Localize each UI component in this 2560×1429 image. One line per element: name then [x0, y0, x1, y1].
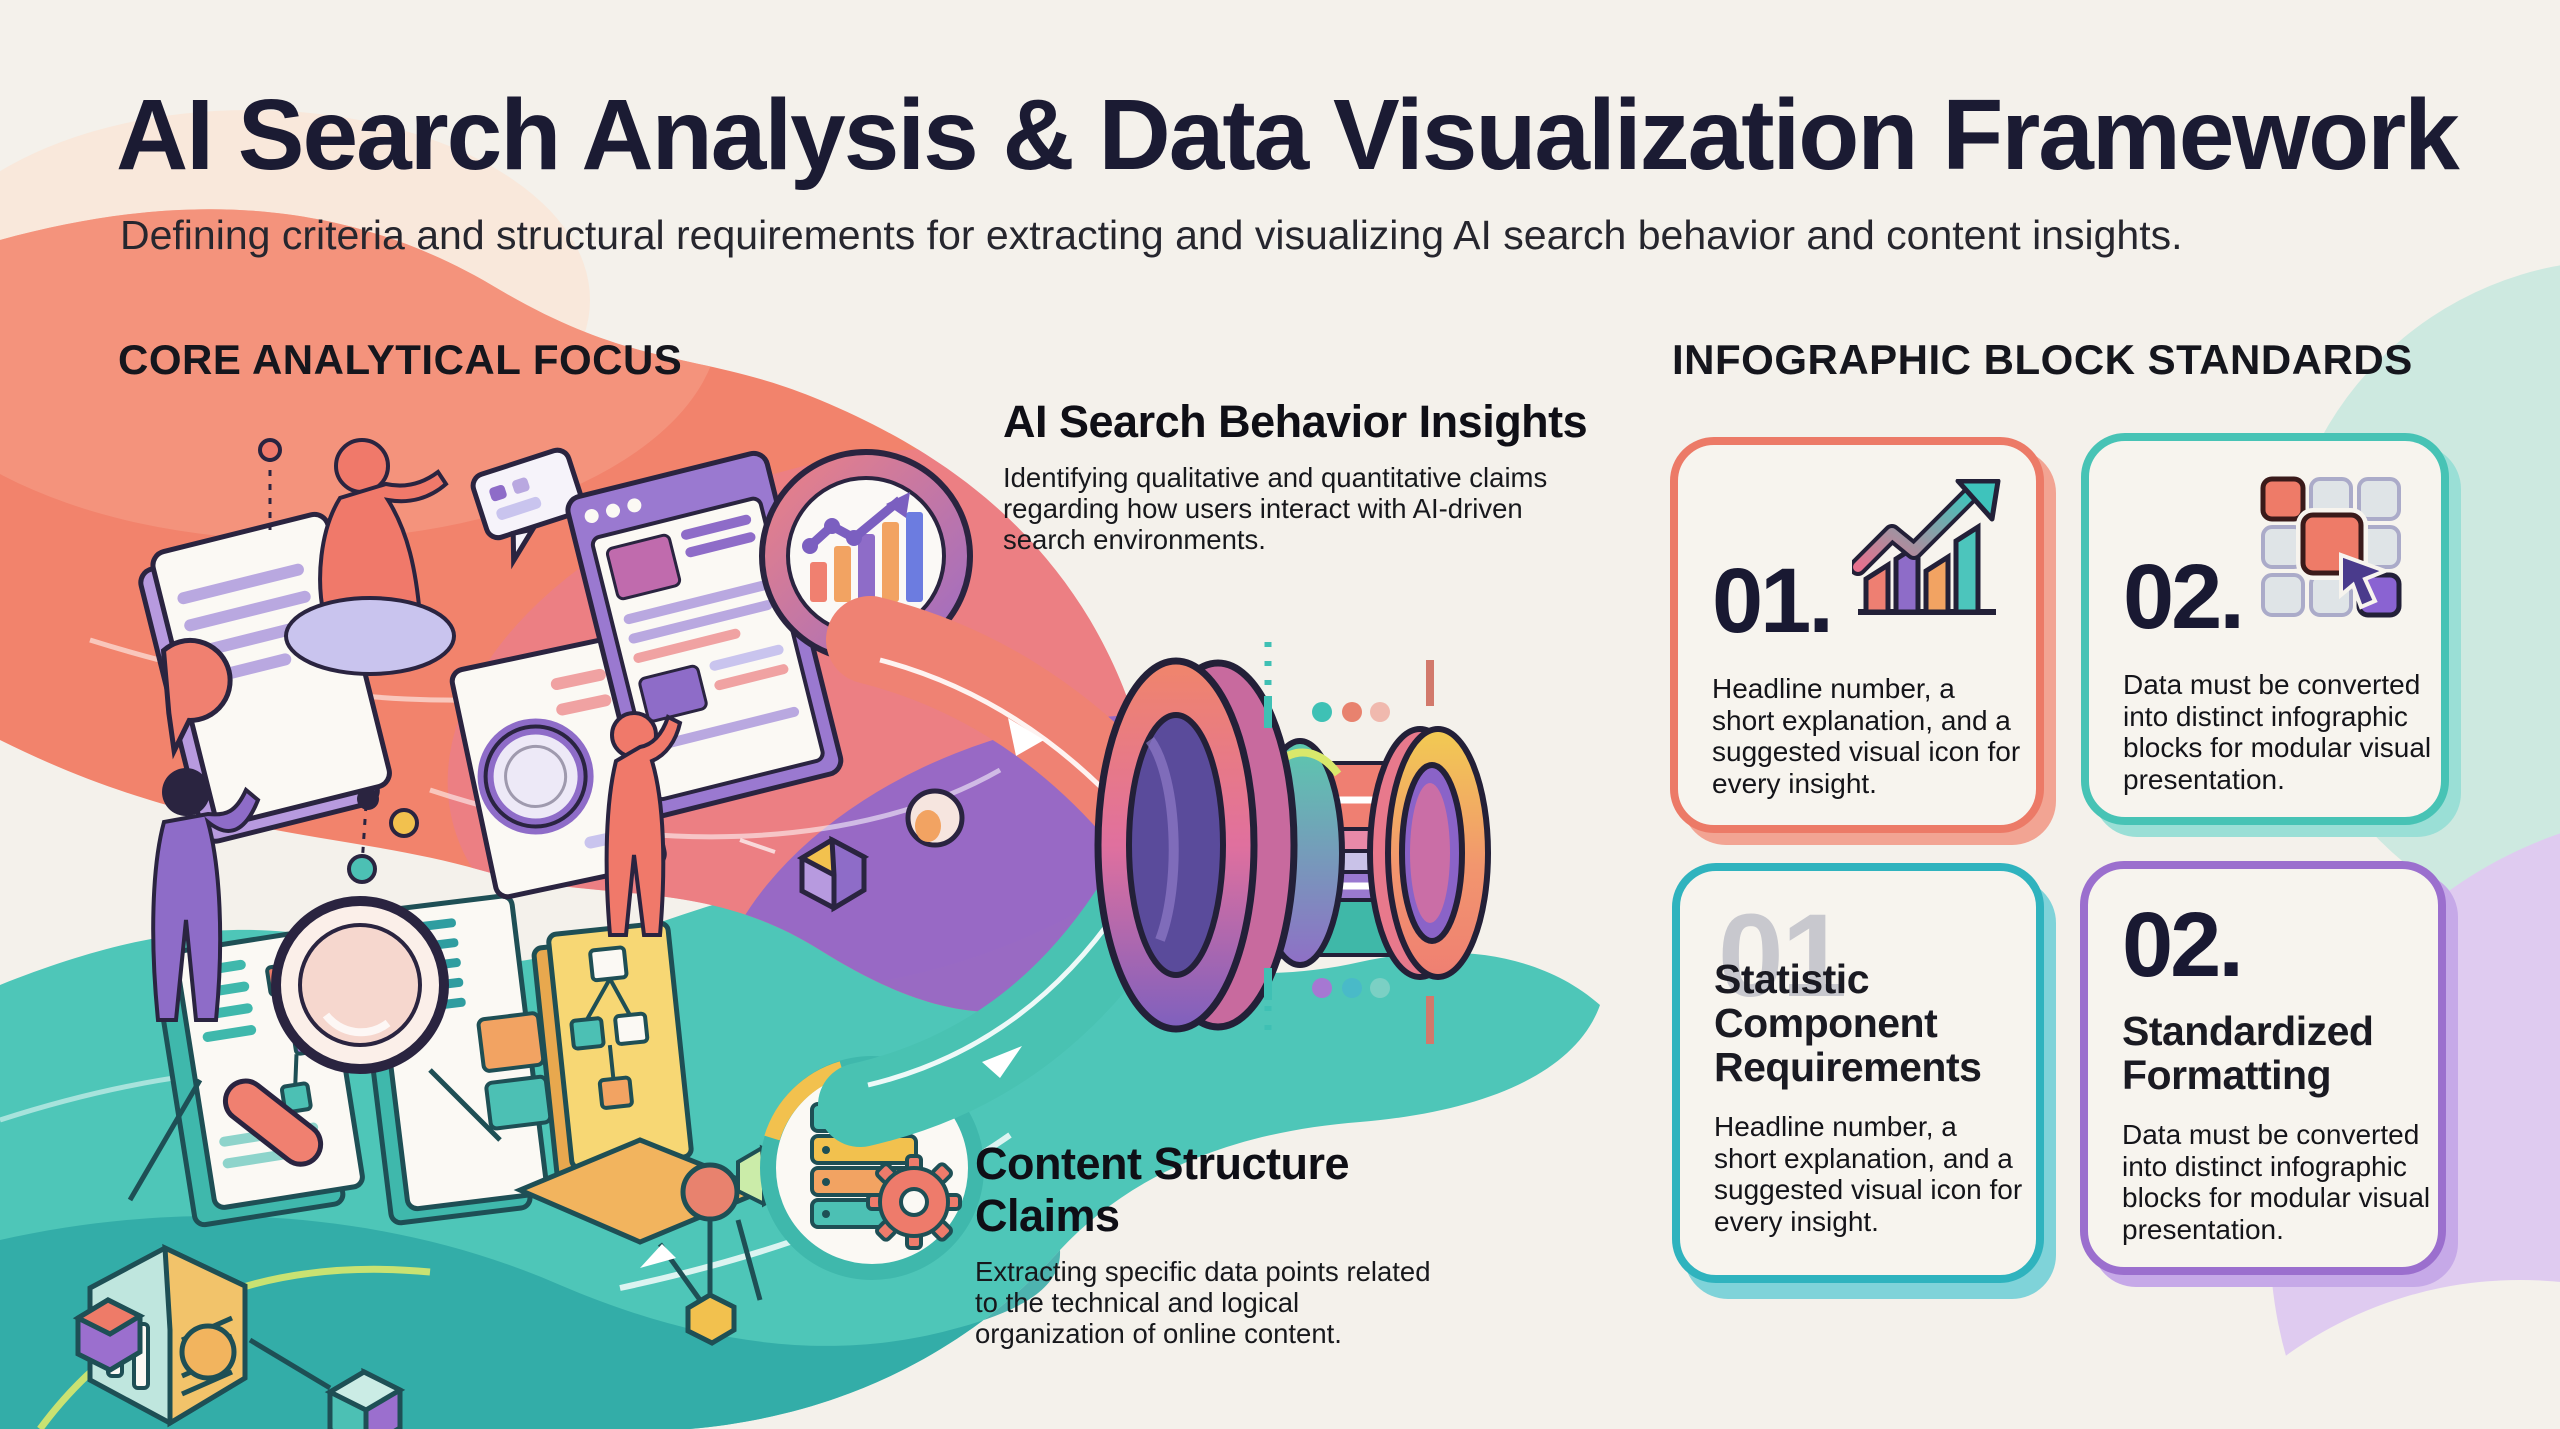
card-body: Headline number, a short explanation, an… [1712, 673, 2021, 799]
small-cube-icon [796, 835, 870, 913]
card-number: 01. [1712, 550, 1834, 652]
speech-blob [160, 637, 233, 760]
callout-title: Content Structure Claims [975, 1138, 1350, 1241]
funnel-illustration [1094, 657, 1491, 1033]
badge-bar-chart [810, 512, 923, 602]
bar-chart-growth-icon [1852, 479, 2001, 615]
card-number: 02. [2122, 894, 2244, 996]
callout-content-structure-claims: Content Structure Claims Extracting spec… [975, 1138, 1495, 1349]
card-body: Data must be converted into distinct inf… [2123, 669, 2432, 795]
standards-card-3: 01 Statistic Component Requirements Head… [1672, 863, 2044, 1283]
page-subtitle: Defining criteria and structural require… [120, 212, 2183, 258]
callout-body: Identifying qualitative and quantitative… [1003, 462, 1548, 555]
card-top-row: 01. [1712, 473, 2002, 647]
card-title: Statistic Component Requirements [1714, 956, 1982, 1090]
lavender-blob-cutout [2208, 1280, 2560, 1429]
card-number-watermark: 01 [1718, 890, 1847, 1022]
speech-bubble-icon [470, 447, 585, 570]
flow-screen-orgchart-icon [531, 920, 694, 1185]
dotted-decorations [1264, 642, 1434, 1044]
person-figure-purple [151, 768, 261, 1022]
balloon-node-icon [680, 1162, 740, 1346]
magnifying-glass-icon [222, 788, 449, 1167]
purple-cube-icon [72, 1297, 146, 1373]
standards-card-4: 02. Standardized Formatting Data must be… [2080, 861, 2446, 1275]
card-title: Standardized Formatting [2122, 1008, 2374, 1098]
card-top-row: 02. [2123, 469, 2407, 643]
teal-cube-icon [324, 1367, 406, 1429]
funnel-big-ring [1094, 657, 1298, 1033]
card-body: Data must be converted into distinct inf… [2122, 1119, 2431, 1245]
card-number: 02. [2123, 546, 2245, 648]
teal-flow-arrow [640, 1244, 676, 1268]
standards-card-1: 01. Headline number, a sho [1670, 437, 2044, 833]
person-figure-sitting [258, 438, 456, 676]
small-node-circle [739, 788, 965, 854]
section-heading-infographic-block-standards: INFOGRAPHIC BLOCK STANDARDS [1672, 336, 2413, 383]
standards-card-2: 02. Data must be converted into distinct… [2081, 433, 2449, 825]
callout-body: Extracting specific data points related … [975, 1256, 1431, 1349]
yellow-ball-icon [179, 1323, 237, 1381]
section-heading-core-analytical-focus: CORE ANALYTICAL FOCUS [118, 336, 683, 383]
card-body: Headline number, a short explanation, an… [1714, 1111, 2023, 1237]
person-figure-coral [604, 711, 683, 937]
page-title: AI Search Analysis & Data Visualization … [116, 79, 2460, 191]
funnel-small-ring [1367, 726, 1491, 980]
callout-ai-search-behavior-insights: AI Search Behavior Insights Identifying … [1003, 396, 1603, 555]
teal-stream [818, 873, 1172, 1147]
gear-icon [866, 1154, 962, 1250]
grid-blocks-cursor-icon [2260, 476, 2402, 618]
callout-title: AI Search Behavior Insights [1003, 396, 1588, 447]
